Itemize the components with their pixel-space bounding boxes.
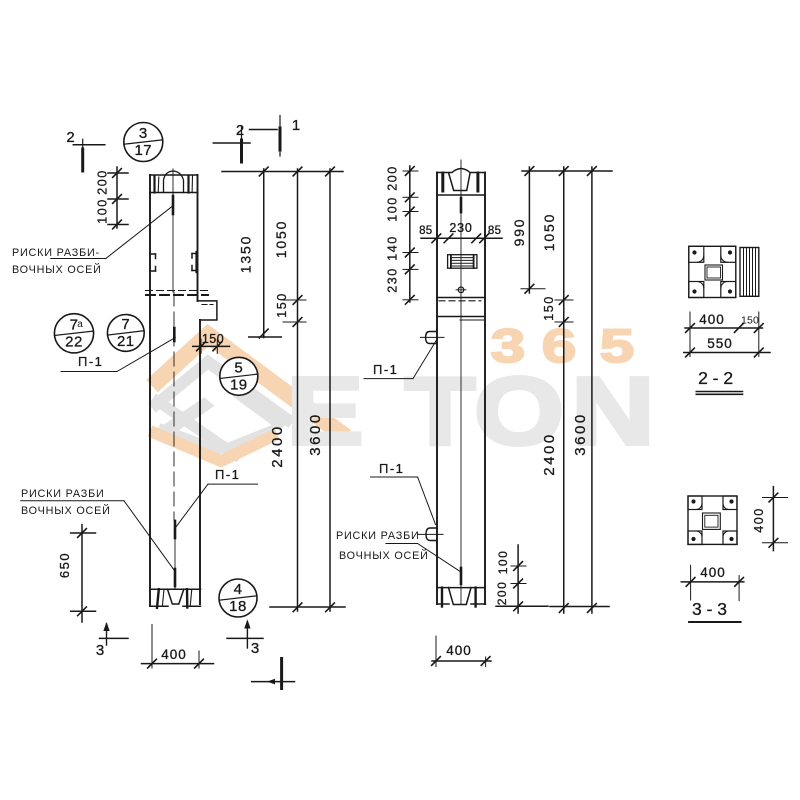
- svg-text:400: 400: [446, 643, 472, 658]
- svg-text:200: 200: [386, 165, 400, 190]
- svg-text:150: 150: [202, 332, 224, 346]
- svg-text:400: 400: [161, 647, 187, 662]
- svg-text:1050: 1050: [541, 213, 557, 251]
- svg-text:3: 3: [491, 319, 526, 372]
- svg-text:150: 150: [741, 315, 759, 327]
- svg-text:7: 7: [121, 316, 130, 333]
- svg-text:П-1: П-1: [379, 461, 404, 476]
- svg-text:19: 19: [230, 376, 248, 393]
- svg-text:21: 21: [117, 333, 135, 350]
- svg-text:1350: 1350: [238, 235, 254, 273]
- svg-text:150: 150: [542, 295, 556, 320]
- svg-text:140: 140: [386, 235, 400, 260]
- svg-text:РИСКИ РАЗБИ: РИСКИ РАЗБИ: [21, 488, 105, 500]
- svg-text:ВОЧНЫХ ОСЕЙ: ВОЧНЫХ ОСЕЙ: [12, 263, 102, 276]
- svg-text:100: 100: [496, 550, 510, 575]
- svg-text:3600: 3600: [572, 412, 589, 455]
- svg-text:РИСКИ РАЗБИ-: РИСКИ РАЗБИ-: [12, 247, 100, 259]
- svg-text:85: 85: [488, 225, 501, 237]
- svg-text:2400: 2400: [541, 432, 558, 475]
- svg-text:150: 150: [275, 292, 289, 317]
- svg-text:2 - 2: 2 - 2: [698, 368, 733, 388]
- svg-text:П-1: П-1: [215, 467, 240, 482]
- svg-text:2: 2: [236, 122, 245, 139]
- svg-text:85: 85: [419, 225, 432, 237]
- svg-text:100: 100: [96, 198, 110, 223]
- svg-text:550: 550: [707, 336, 733, 351]
- svg-text:4: 4: [234, 581, 243, 598]
- svg-text:ВОЧНЫХ ОСЕЙ: ВОЧНЫХ ОСЕЙ: [21, 504, 111, 517]
- svg-text:5: 5: [234, 359, 243, 376]
- svg-text:3: 3: [251, 640, 260, 657]
- svg-text:6: 6: [542, 319, 577, 372]
- svg-text:400: 400: [752, 507, 766, 532]
- svg-text:1050: 1050: [273, 220, 289, 258]
- svg-text:2400: 2400: [269, 424, 286, 467]
- svg-text:990: 990: [511, 218, 527, 247]
- svg-text:18: 18: [229, 598, 247, 615]
- svg-text:РИСКИ РАЗБИ: РИСКИ РАЗБИ: [336, 530, 420, 542]
- svg-text:П-1: П-1: [78, 354, 103, 369]
- svg-text:N: N: [571, 358, 654, 465]
- svg-text:230: 230: [449, 221, 472, 235]
- svg-text:1: 1: [292, 117, 301, 134]
- svg-text:3600: 3600: [307, 412, 324, 455]
- svg-text:200: 200: [96, 169, 110, 194]
- svg-text:400: 400: [699, 312, 725, 327]
- svg-text:22: 22: [65, 333, 83, 350]
- svg-text:400: 400: [700, 565, 726, 580]
- svg-text:a: a: [77, 319, 84, 330]
- svg-text:3: 3: [139, 125, 148, 142]
- svg-text:ВОЧНЫХ ОСЕЙ: ВОЧНЫХ ОСЕЙ: [339, 549, 429, 562]
- svg-text:П-1: П-1: [373, 362, 398, 377]
- svg-text:2: 2: [66, 129, 75, 146]
- svg-text:5: 5: [600, 319, 635, 372]
- svg-text:100: 100: [386, 196, 400, 221]
- svg-text:200: 200: [495, 581, 509, 606]
- svg-text:O: O: [474, 358, 564, 465]
- svg-text:3: 3: [96, 642, 105, 659]
- svg-text:7: 7: [70, 316, 79, 333]
- svg-text:230: 230: [386, 267, 400, 292]
- svg-text:17: 17: [134, 142, 152, 159]
- svg-text:3 - 3: 3 - 3: [692, 599, 727, 619]
- svg-text:650: 650: [57, 552, 72, 578]
